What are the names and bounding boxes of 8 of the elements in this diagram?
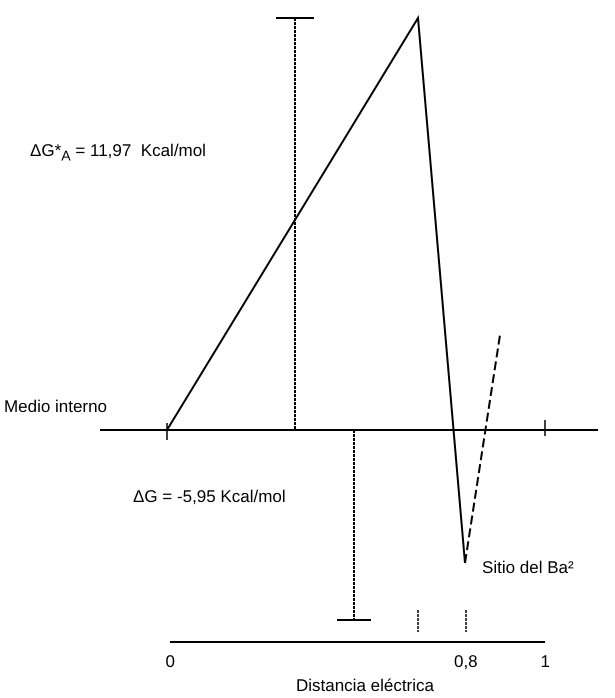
tick-label: 1 xyxy=(540,652,550,672)
axis-label: Medio interno xyxy=(4,397,108,417)
site-label: Sitio del Ba² xyxy=(482,558,574,578)
energy-label: ΔG = -5,95 Kcal/mol xyxy=(133,487,286,507)
axis-title: Distancia eléctrica xyxy=(296,676,434,696)
tick-label: 0 xyxy=(166,652,175,672)
tick-label: 0,8 xyxy=(454,652,478,672)
energy-label: ΔG*$_{A}$ = 11,97 Kcal/mol xyxy=(30,141,206,166)
